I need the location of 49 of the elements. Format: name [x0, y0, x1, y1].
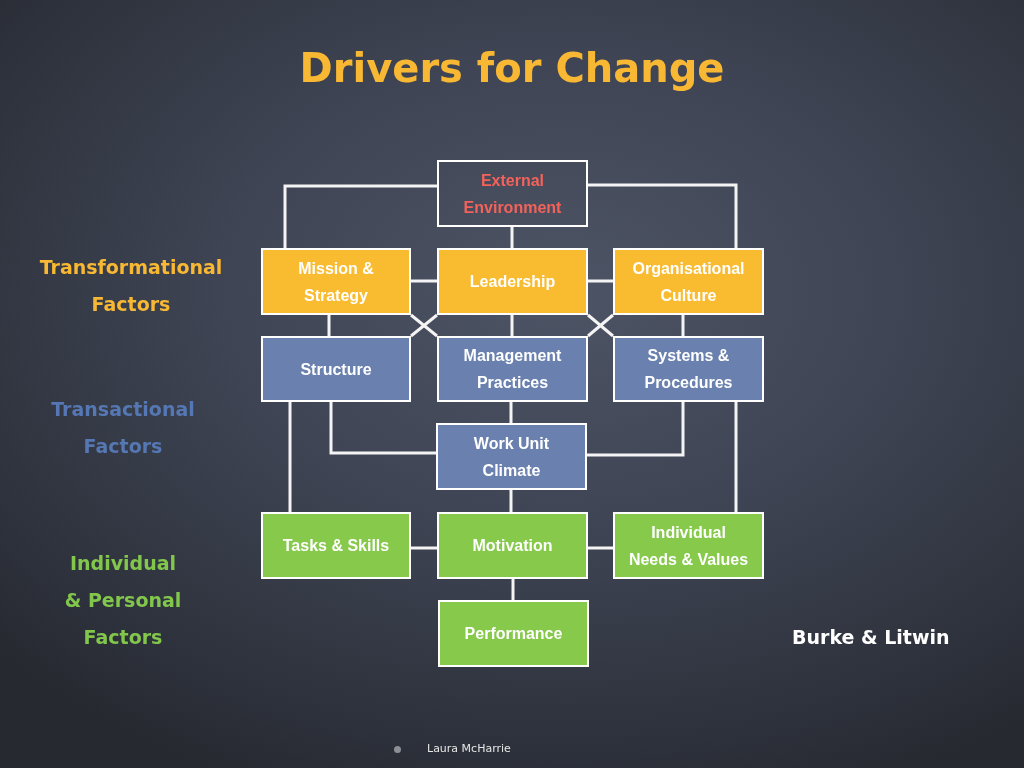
connector-line: [511, 579, 515, 600]
connector-line: [588, 279, 613, 283]
connector-line: [588, 546, 613, 550]
side-label: Transformational Factors: [38, 255, 224, 317]
process-box: [261, 248, 411, 315]
connector-line: [411, 546, 437, 550]
process-box: [437, 336, 588, 402]
side-label: Individual & Personal Factors: [63, 551, 183, 650]
box-label: Mission & Strategy: [297, 258, 375, 306]
connector-line: [681, 315, 685, 336]
connector-line: [510, 227, 514, 248]
process-box: [261, 512, 411, 579]
box-label: Motivation: [472, 536, 553, 556]
connector-line: [327, 315, 331, 336]
connector-line: [588, 183, 738, 248]
footer-text: Laura McHarrie: [427, 742, 511, 756]
crossing-connector: [586, 313, 615, 338]
connector-line: [587, 402, 685, 457]
attribution-text: Burke & Litwin: [792, 625, 950, 650]
box-label: Leadership: [469, 272, 556, 292]
title: Drivers for Change: [299, 44, 725, 93]
box-label: Systems & Procedures: [643, 346, 734, 393]
crossing-connector: [409, 313, 439, 338]
side-label: Transactional Factors: [50, 397, 196, 459]
process-box: [437, 512, 588, 579]
box-label: Organisational Culture: [631, 258, 746, 306]
process-box: [261, 336, 411, 402]
process-box: [437, 160, 588, 227]
connector-line: [510, 315, 514, 336]
box-label: Structure: [300, 359, 372, 380]
process-box: [436, 423, 587, 490]
box-label: Individual Needs & Values: [627, 522, 750, 570]
process-box: [438, 600, 589, 667]
process-box: [437, 248, 588, 315]
connector-line: [509, 402, 513, 423]
process-box: [613, 512, 764, 579]
process-box: [613, 248, 764, 315]
box-label: Work Unit Climate: [472, 433, 551, 481]
connector-line: [734, 402, 738, 512]
box-label: External Environment: [462, 170, 563, 218]
connector-line: [411, 279, 437, 283]
box-label: Tasks & Skills: [282, 536, 390, 556]
connector-line: [329, 402, 436, 455]
connector-line: [283, 184, 437, 248]
connector-line: [288, 402, 292, 512]
process-box: [613, 336, 764, 402]
connector-line: [509, 490, 513, 512]
box-label: Performance: [464, 624, 563, 644]
box-label: Management Practices: [462, 346, 563, 393]
